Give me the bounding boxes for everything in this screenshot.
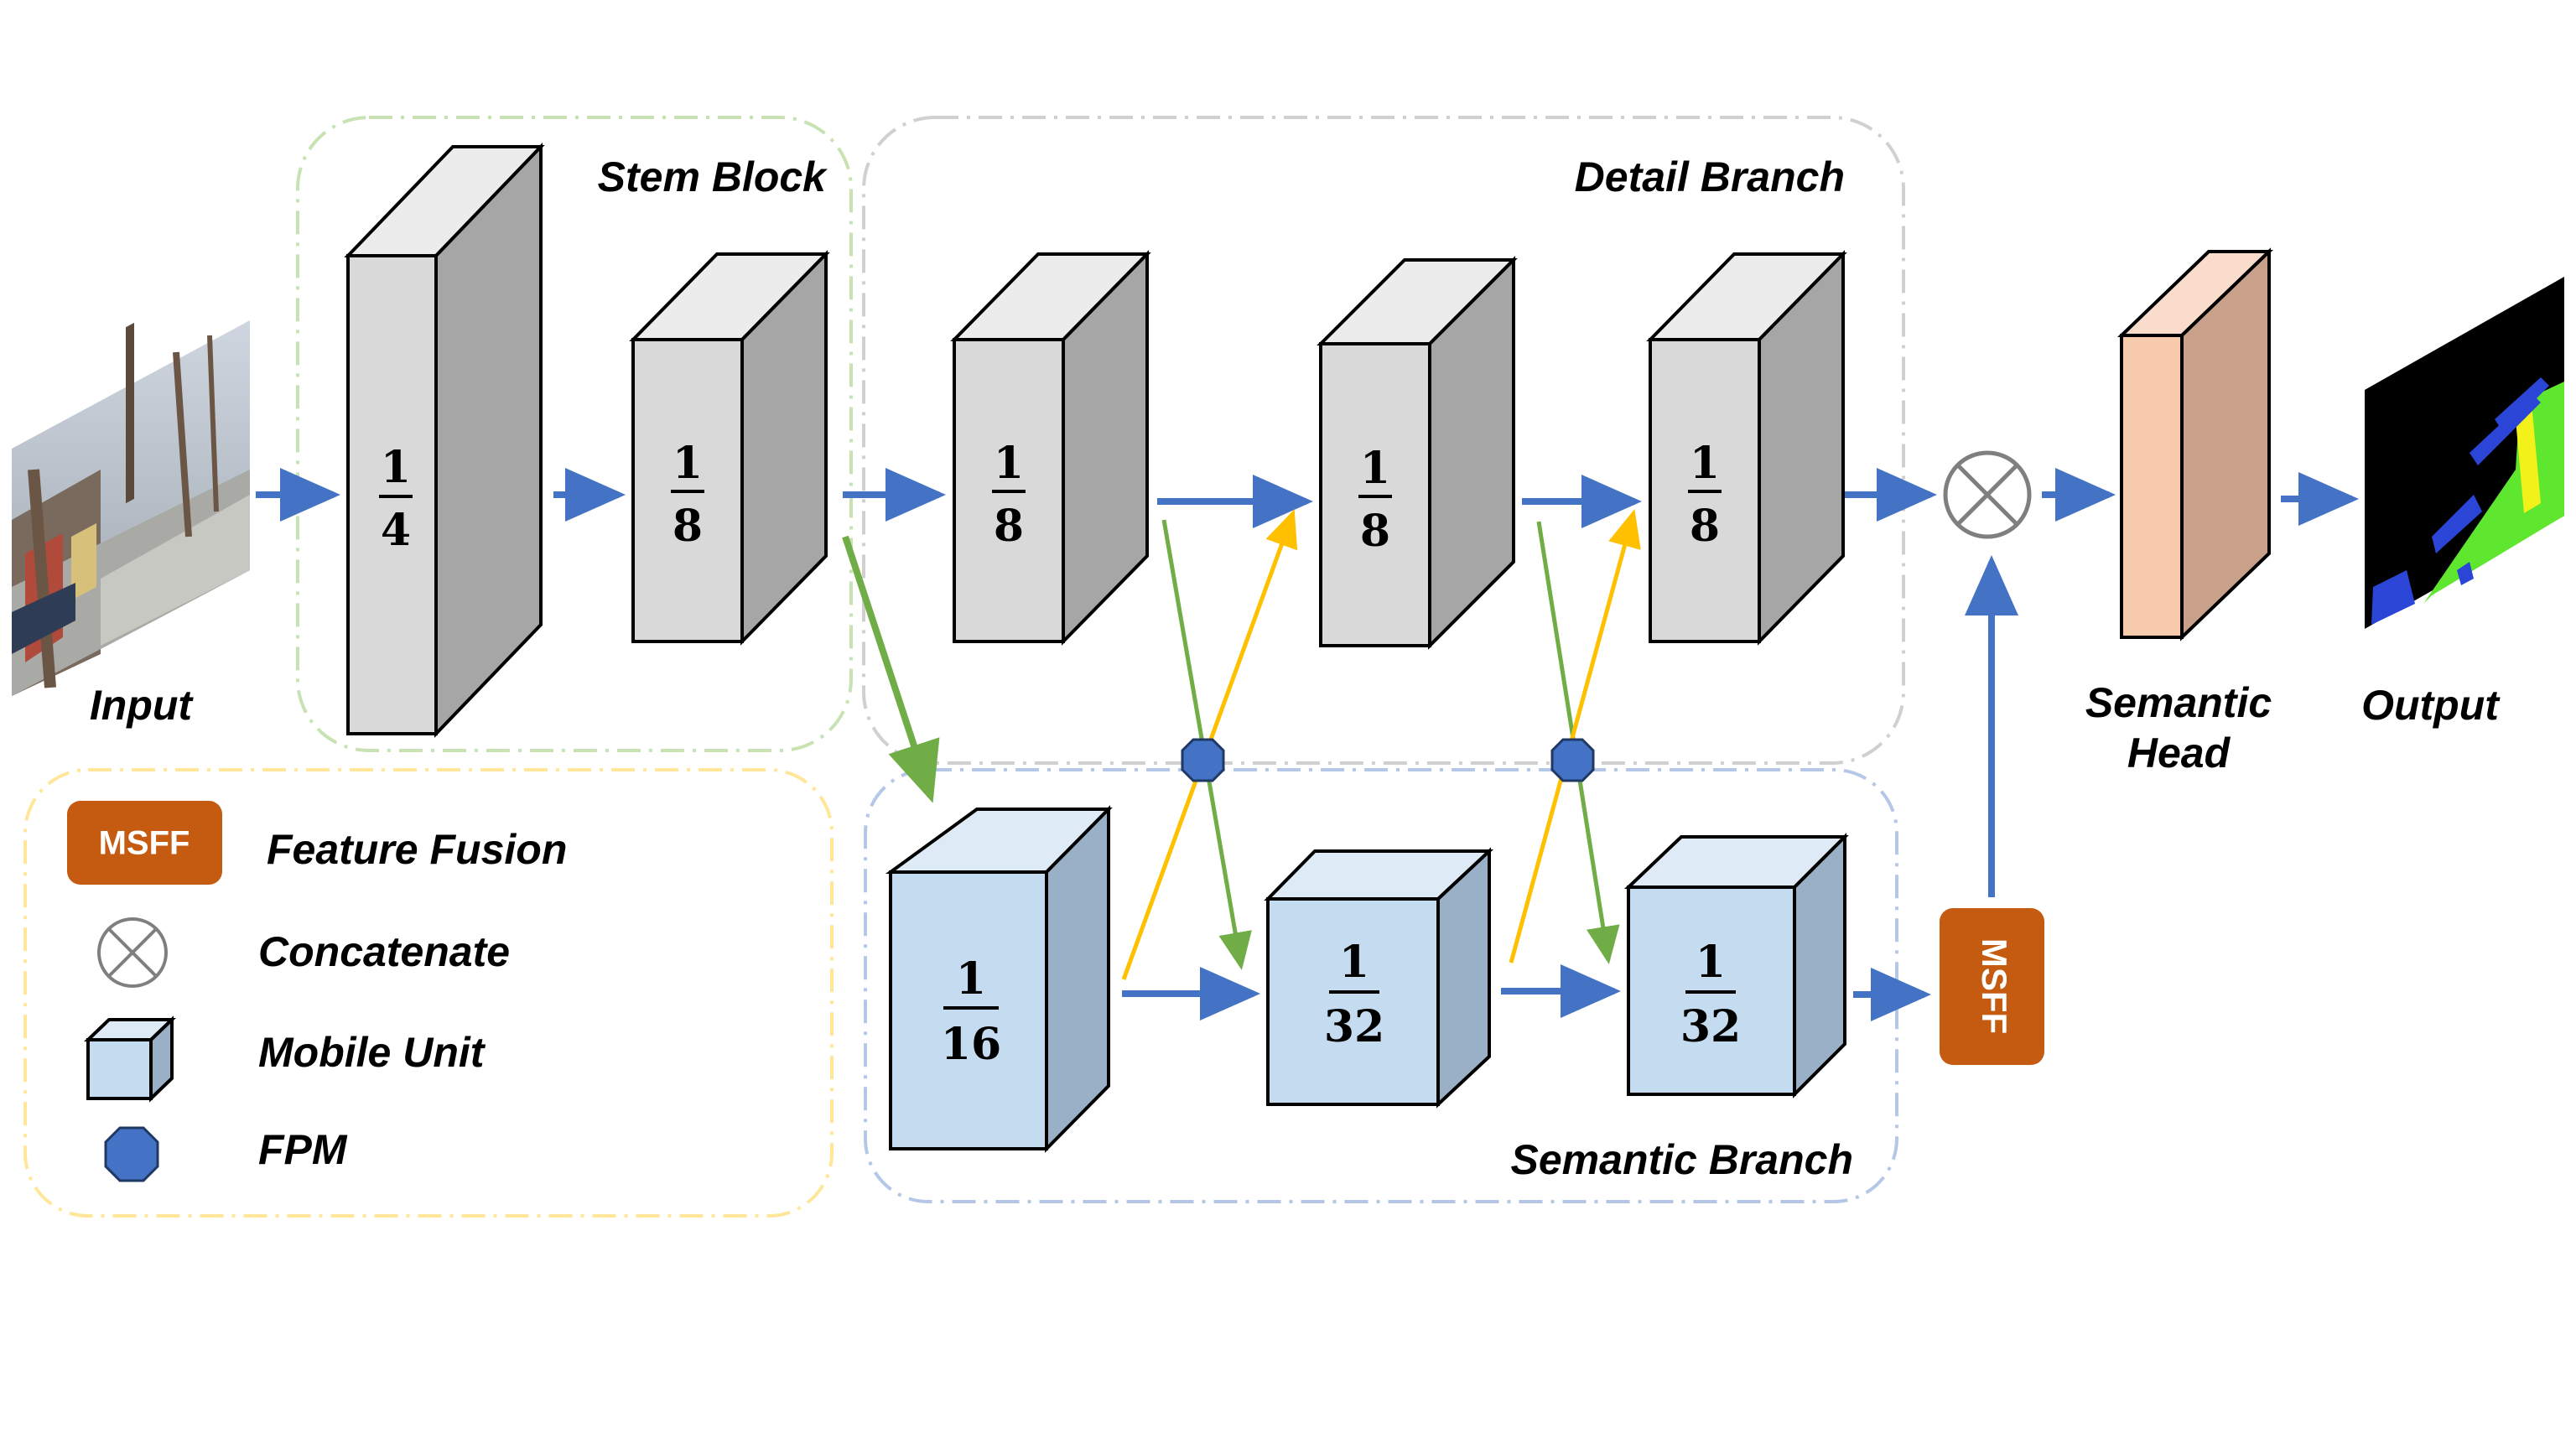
legend-msff-badge bbox=[67, 801, 222, 885]
detail-block-3-box: 1 8 bbox=[1646, 250, 1847, 646]
input-image bbox=[12, 320, 250, 696]
legend-feature-fusion: Feature Fusion bbox=[267, 826, 567, 873]
detail-block-3-num: 1 bbox=[1690, 438, 1720, 489]
semantic-branch-title: Semantic Branch bbox=[1511, 1136, 1853, 1183]
msff-block: MSFF bbox=[1940, 908, 2044, 1065]
semantic-head-label-line1: Semantic bbox=[2085, 679, 2272, 726]
detail-branch-title: Detail Branch bbox=[1575, 153, 1845, 200]
detail-block-2-num: 1 bbox=[1360, 443, 1390, 494]
output-image bbox=[2365, 277, 2564, 629]
detail-branch-group bbox=[862, 116, 1905, 765]
semantic-branch-group bbox=[864, 768, 1898, 1203]
semantic-block-3-num: 1 bbox=[1696, 937, 1726, 988]
stem-block-1-den: 4 bbox=[381, 505, 411, 556]
input-label: Input bbox=[90, 682, 195, 729]
fpm-node-1 bbox=[1181, 738, 1225, 782]
legend-msff-badge-text: MSFF bbox=[99, 825, 190, 862]
detail-block-2-box: 1 8 bbox=[1317, 256, 1518, 650]
legend-concat-icon bbox=[97, 917, 168, 988]
legend-cube-icon bbox=[84, 1015, 176, 1103]
semantic-head-label-line2: Head bbox=[2127, 730, 2231, 776]
legend-mobile-unit: Mobile Unit bbox=[258, 1029, 486, 1076]
semantic-block-2-num: 1 bbox=[1339, 937, 1369, 988]
semantic-head-box bbox=[2117, 247, 2273, 641]
stem-block-1-box: 1 4 bbox=[344, 143, 545, 738]
detail-block-1-den: 8 bbox=[994, 501, 1024, 552]
arrow-sem2-to-detail3 bbox=[1509, 509, 1641, 963]
semantic-block-1-num: 1 bbox=[956, 953, 986, 1005]
output-label: Output bbox=[2361, 682, 2501, 729]
concat-circle-icon bbox=[1943, 450, 2032, 539]
legend: MSFF Feature Fusion Concatenate Mobile U… bbox=[67, 801, 567, 1182]
semantic-block-2-box: 1 32 bbox=[1264, 847, 1494, 1109]
msff-label: MSFF bbox=[1975, 938, 2014, 1034]
detail-block-2-den: 8 bbox=[1360, 506, 1390, 557]
semantic-block-3-den: 32 bbox=[1680, 1001, 1741, 1052]
detail-block-1-box: 1 8 bbox=[950, 250, 1151, 646]
flow-arrows bbox=[256, 468, 2359, 1021]
stem-block-title: Stem Block bbox=[598, 153, 828, 200]
semantic-block-1-box: 1 16 bbox=[885, 805, 1113, 1153]
stem-block-group bbox=[296, 116, 853, 752]
stem-block-2-box: 1 8 bbox=[629, 250, 830, 646]
detail-block-3-den: 8 bbox=[1690, 501, 1720, 552]
stem-block-2-num: 1 bbox=[673, 438, 703, 489]
fpm-node-2 bbox=[1550, 738, 1595, 782]
semantic-block-3-box: 1 32 bbox=[1624, 833, 1849, 1098]
stem-block-2-den: 8 bbox=[673, 501, 703, 552]
stem-block-1-num: 1 bbox=[381, 442, 411, 493]
semantic-block-1-den: 16 bbox=[941, 1019, 1001, 1070]
legend-fpm-octagon-icon bbox=[104, 1126, 159, 1182]
legend-concatenate: Concatenate bbox=[258, 928, 510, 975]
legend-group bbox=[23, 768, 834, 1218]
legend-fpm: FPM bbox=[258, 1126, 348, 1173]
semantic-block-2-den: 32 bbox=[1324, 1001, 1384, 1052]
detail-block-1-num: 1 bbox=[994, 438, 1024, 489]
arrow-stem-to-semantic bbox=[842, 535, 940, 803]
